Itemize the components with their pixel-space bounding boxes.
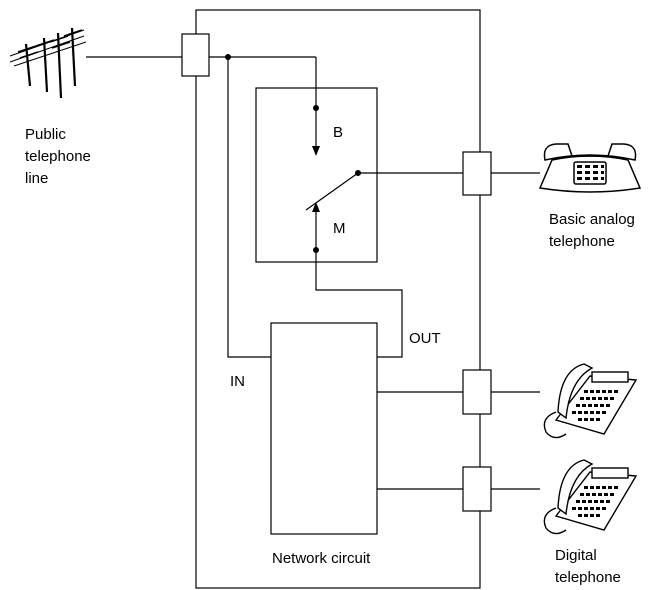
switch-blade	[305, 172, 359, 211]
utility-pole-icon	[9, 27, 87, 99]
b-arrow-head	[312, 146, 320, 156]
public-line-label-3: line	[25, 170, 48, 187]
switch-b-label: B	[333, 124, 343, 141]
public-line-label-1: Public	[25, 126, 66, 143]
in-label: IN	[230, 373, 245, 390]
digital-phone-label-2: telephone	[555, 569, 621, 586]
analog-jack	[462, 151, 492, 196]
input-jack	[181, 33, 210, 77]
digital-jack-2	[462, 466, 492, 512]
main-enclosure	[195, 9, 481, 589]
out-wire	[315, 250, 403, 358]
digital-phone-label-1: Digital	[555, 547, 597, 564]
digital-jack-1	[462, 369, 492, 415]
digital-telephone-icon	[543, 459, 638, 535]
analog-phone-label-1: Basic analog	[549, 211, 635, 228]
analog-telephone-icon	[538, 143, 642, 193]
public-line-label-2: telephone	[25, 148, 91, 165]
in-wire	[227, 57, 271, 358]
network-circuit-box	[270, 322, 378, 535]
switch-m-label: M	[333, 220, 346, 237]
analog-phone-label-2: telephone	[549, 233, 615, 250]
out-label: OUT	[409, 330, 441, 347]
network-circuit-label: Network circuit	[272, 550, 371, 567]
digital-telephone-icon	[543, 363, 638, 439]
